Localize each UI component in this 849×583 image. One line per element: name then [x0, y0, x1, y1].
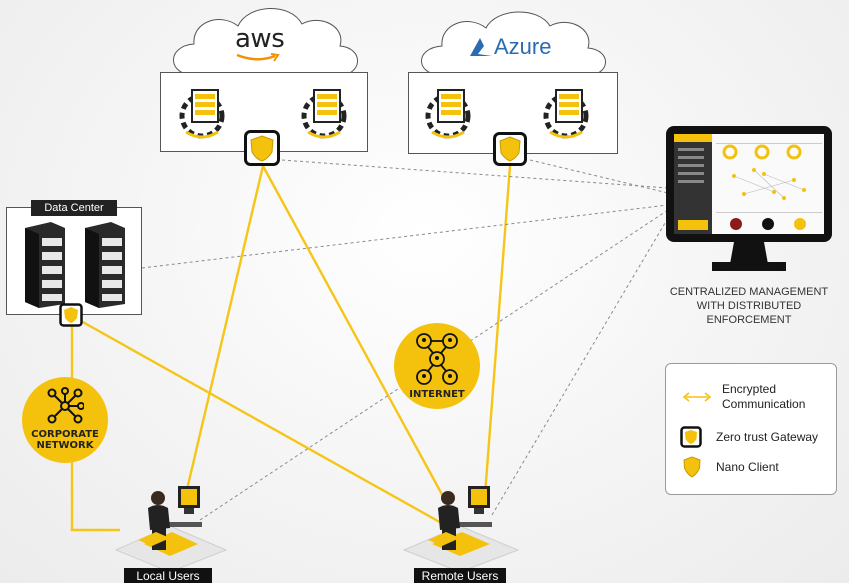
- legend-nano-client-label: Nano Client: [716, 459, 779, 474]
- server-rack-icon: [85, 222, 125, 308]
- aws-smile-icon: [236, 53, 280, 62]
- remote-users-workstation: Remote Users: [400, 480, 522, 583]
- remote-users-label: Remote Users: [414, 568, 506, 583]
- corporate-network-node: CORPORATE NETWORK: [22, 377, 108, 463]
- gear-server-icon: [301, 89, 347, 139]
- legend-encrypted-line: Encrypted: [722, 382, 777, 396]
- legend-encrypted-line: Communication: [722, 397, 806, 411]
- aws-label: aws: [235, 24, 285, 54]
- management-dashed-links: [141, 159, 669, 521]
- cloud-shape-icon: [421, 11, 606, 77]
- local-users-workstation: Local Users: [112, 482, 230, 583]
- data-center-zero-trust-gateway: [59, 303, 83, 327]
- user-workstation-icon: [402, 486, 520, 573]
- gateway-shield-icon: [680, 426, 702, 448]
- aws-logo: aws: [235, 24, 285, 62]
- cloud-shape-icon: [173, 8, 358, 77]
- nano-client-shield-icon: [683, 456, 701, 478]
- gateway-shield-icon: [493, 132, 527, 166]
- aws-cloud: aws: [160, 0, 370, 152]
- corporate-network-label: CORPORATE NETWORK: [22, 429, 108, 451]
- management-console: [664, 124, 834, 274]
- legend-row-encrypted: Encrypted Communication: [682, 382, 805, 412]
- management-caption-line: ENFORCEMENT: [706, 314, 792, 326]
- monitor-icon: [666, 126, 832, 271]
- azure-zero-trust-gateway: [493, 132, 527, 166]
- double-arrow-icon: [682, 392, 712, 402]
- azure-a-icon: [470, 38, 492, 56]
- network-hub-icon: [47, 387, 84, 424]
- corporate-network-line: CORPORATE: [31, 429, 99, 440]
- management-caption-line: CENTRALIZED MANAGEMENT: [669, 286, 829, 298]
- data-center: Data Center: [6, 200, 142, 315]
- aws-zero-trust-gateway: [244, 130, 280, 166]
- legend: Encrypted Communication Zero trust Gatew…: [665, 363, 837, 495]
- gear-server-icon: [543, 89, 589, 139]
- data-center-title: Data Center: [31, 200, 117, 216]
- internet-node: INTERNET: [394, 323, 480, 409]
- gateway-shield-icon: [59, 303, 83, 327]
- azure-label: Azure: [494, 34, 552, 59]
- local-users-label: Local Users: [124, 568, 212, 583]
- user-workstation-icon: [114, 486, 228, 573]
- management-caption-line: WITH DISTRIBUTED: [696, 300, 802, 312]
- gateway-shield-icon: [244, 130, 280, 166]
- management-caption: CENTRALIZED MANAGEMENT WITH DISTRIBUTED …: [664, 285, 834, 327]
- legend-row-gateway: Zero trust Gateway: [680, 426, 818, 448]
- people-network-icon: [416, 333, 458, 385]
- legend-row-nano-client: Nano Client: [682, 456, 779, 478]
- gear-server-icon: [179, 89, 225, 139]
- gear-server-icon: [425, 89, 471, 139]
- corporate-network-line: NETWORK: [36, 440, 94, 451]
- internet-label: INTERNET: [409, 389, 465, 400]
- server-rack-icon: [25, 222, 65, 308]
- azure-logo: Azure: [468, 34, 551, 60]
- legend-gateway-label: Zero trust Gateway: [716, 429, 819, 444]
